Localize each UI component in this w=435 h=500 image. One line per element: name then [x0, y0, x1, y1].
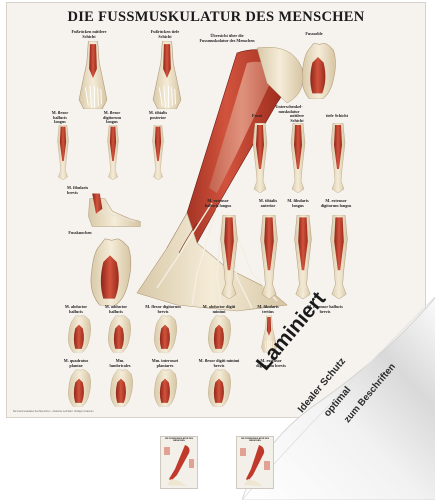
- label-uebersicht: Übersicht über die Fussmuskulatur des Me…: [199, 33, 255, 43]
- label-flexor-digiti-minimi: M. flexor digiti minimi brevis: [198, 358, 240, 368]
- leg-front: [249, 123, 271, 193]
- label-tibialis-posterior: M. tibialis posterior: [148, 110, 168, 120]
- label-quadratus-plantae: M. quadratus plantae: [63, 358, 89, 368]
- thumbnail-left-image: [164, 445, 194, 486]
- sole-flexor-digitorum-brevis: [151, 315, 179, 353]
- anatomy-poster: DIE FUSSMUSKULATUR DES MENSCHEN Fußrücke…: [6, 2, 426, 418]
- sole-lumbricales: [107, 369, 135, 407]
- thumbnail-front-view[interactable]: DIE FUSSMUSKULATUR DES MENSCHEN: [160, 436, 198, 489]
- label-flexor-hallucis-longus: M. flexor hallucis longus: [51, 110, 69, 125]
- label-tiefe-schicht: tiefe Schicht: [326, 113, 348, 118]
- leg-middle-layer: [287, 123, 309, 193]
- label-fibularis-brevis: M. fibularis brevis: [67, 185, 89, 195]
- sole-interossei: [151, 369, 179, 407]
- label-extensor-hallucis-brevis: M. extensor hallucis brevis: [307, 304, 343, 314]
- label-extensor-hallucis-longus: M. extensor hallucis longus: [204, 198, 232, 208]
- leg-tibialis-posterior: [147, 125, 169, 180]
- poster-title: DIE FUSSMUSKULATUR DES MENSCHEN: [67, 9, 365, 25]
- side-foot-fibularis-brevis: [87, 191, 143, 229]
- label-fussknochen: Fussknochen: [68, 230, 92, 235]
- label-lumbricales: Mm. lumbricales: [109, 358, 131, 368]
- label-flexor-digitorum-longus: M. flexor digitorum longus: [103, 110, 121, 125]
- label-abductor-hallucis: M. abductor hallucis: [64, 304, 88, 314]
- leg-tibialis-anterior: [257, 213, 281, 301]
- label-fussruecken-tiefe: Fußrücken tiefe Schicht: [150, 29, 180, 39]
- thumbnail-left-title: DIE FUSSMUSKULATUR DES MENSCHEN: [165, 438, 193, 442]
- label-adductor-hallucis: M. adductor hallucis: [104, 304, 128, 314]
- thumbnail-back-view[interactable]: DIE FUSSMUSKULATUR DES MENSCHEN: [236, 436, 274, 489]
- sole-flexor-digiti-minimi: [205, 369, 233, 407]
- leg-extensor-hallucis: [217, 213, 241, 301]
- label-interossei: Mm. interossei plantares: [151, 358, 179, 368]
- label-fibularis-tertius: M. fibularis tertius: [257, 304, 279, 314]
- label-front: Front: [251, 113, 263, 118]
- label-flexor-digitorum-brevis: M. flexor digitorum brevis: [145, 304, 181, 314]
- sole-adductor-hallucis: [105, 315, 133, 353]
- leg-deep-layer: [327, 123, 349, 193]
- sole-quadratus-plantae: [65, 369, 93, 407]
- label-fibularis-longus: M. fibularis longus: [287, 198, 309, 208]
- sole-abductor-digiti-minimi: [205, 315, 233, 353]
- leg-extensor-digitorum: [327, 213, 351, 301]
- label-unterschenkel: Unterschenkel-muskulatur: [275, 104, 303, 114]
- leg-flexor-digitorum: [102, 125, 124, 180]
- label-fussruecken-mittlere: Fußrücken mittlere Schicht: [71, 29, 107, 39]
- label-tibialis-anterior: M. tibialis anterior: [258, 198, 278, 208]
- foot-dorsal-middle-layer: [75, 41, 111, 109]
- main-leg-muscle-illustration: [136, 46, 304, 312]
- label-extensor-digitorum-longus: M. extensor digitorum longus: [320, 198, 352, 208]
- thumbnail-right-title: DIE FUSSMUSKULATUR DES MENSCHEN: [241, 438, 269, 442]
- sole-abductor-hallucis: [65, 315, 93, 353]
- poster-footer: Die Fussmuskulatur des Menschen · Anatom…: [13, 410, 94, 414]
- label-mittlere-schicht: mittlere Schicht: [289, 113, 305, 123]
- label-extensor-digitorum-brevis: M. extensor digitorum brevis: [256, 358, 286, 368]
- leg-flexor-hallucis: [52, 125, 74, 180]
- foot-bones-image: [85, 238, 135, 306]
- label-fusssohle: Fusssohle: [305, 31, 323, 36]
- label-abductor-digiti-minimi: M. abductor digiti minimi: [202, 304, 236, 314]
- thumbnail-right-image: [240, 445, 270, 486]
